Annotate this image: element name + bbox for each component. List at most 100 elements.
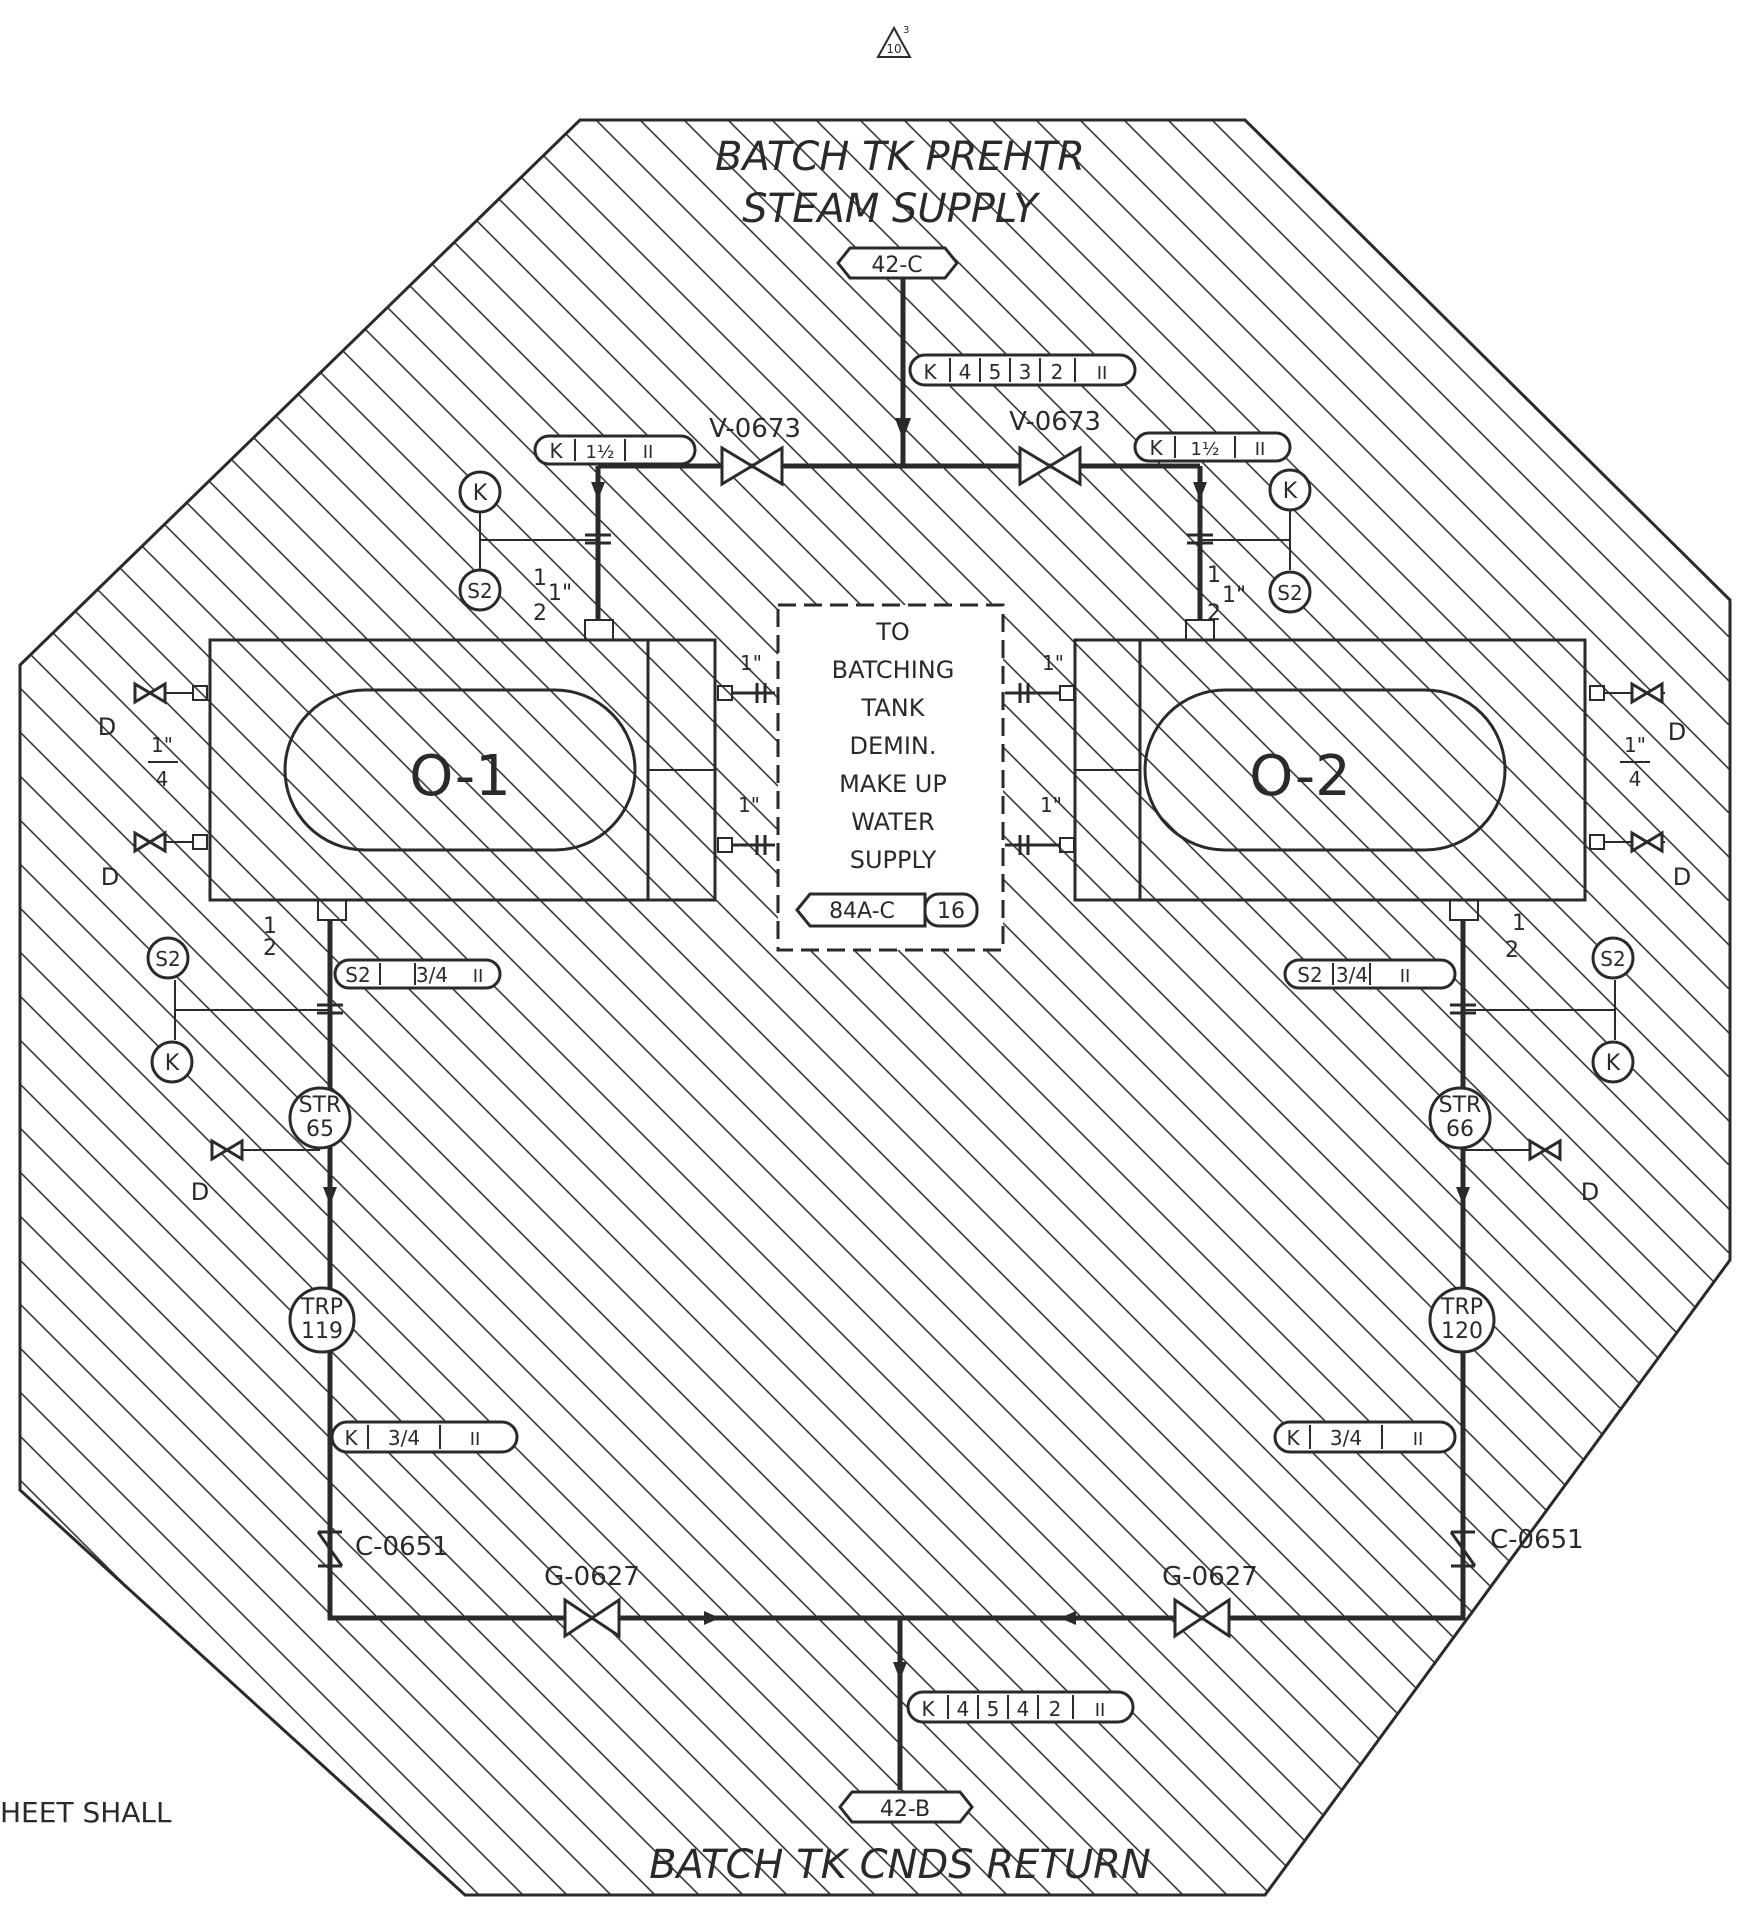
- tank-o1-label: O-1: [409, 744, 510, 809]
- left-gate-valve-label: G-0627: [544, 1562, 640, 1592]
- supply-title-line1: BATCH TK PREHTR: [715, 134, 1085, 180]
- hatch-line: [607, 120, 1730, 1895]
- makeup-size-label: 1": [1042, 651, 1064, 675]
- supply-tag-class: II: [1097, 363, 1108, 384]
- right-inlet-size-one: 1": [1222, 583, 1246, 608]
- left-drain-quarter-num: 1": [151, 733, 173, 757]
- drain-valve-icon: [1630, 830, 1650, 854]
- left-trap-tag-class: II: [470, 1429, 481, 1450]
- makeup-size-label: 1": [1040, 793, 1062, 817]
- hatch-line: [20, 120, 1018, 1895]
- flow-arrow-icon: [1456, 1187, 1470, 1205]
- hatch-line: [915, 120, 1730, 1895]
- k-instrument-icon: [150, 1040, 194, 1084]
- hatch-line: [167, 120, 1730, 1895]
- left-drain-assembly: D D 1" 4: [98, 681, 208, 891]
- flow-arrow-icon: [893, 1662, 907, 1680]
- makeup-text-line2: BATCHING: [832, 656, 955, 684]
- supply-tag-size-b: 5: [989, 360, 1002, 384]
- return-tag-code-b: 2: [1049, 1697, 1062, 1721]
- revision-triangle: 10 3: [876, 25, 912, 58]
- left-outlet-tag: S2 3/4 II: [333, 958, 502, 990]
- return-tag-code-a: 4: [1017, 1697, 1030, 1721]
- s2-instrument-icon: [1268, 570, 1312, 614]
- drain-label: D: [1673, 863, 1691, 891]
- left-trap-tag-service: K: [344, 1426, 358, 1450]
- hatch-line: [827, 120, 1730, 1895]
- makeup-nozzles-right: 1" 1": [1005, 651, 1075, 855]
- hatch-line: [211, 120, 1730, 1895]
- return-tag-size-b: 5: [987, 1697, 1000, 1721]
- k-instrument-label: K: [1283, 479, 1298, 504]
- left-inlet-size-one: 1": [548, 581, 572, 606]
- drain-label: D: [1581, 1178, 1599, 1206]
- hatch-line: [1531, 120, 1730, 1895]
- hatch-line: [1003, 120, 1730, 1895]
- makeup-text-line3: TANK: [861, 694, 926, 722]
- right-outlet-tag-size: 3/4: [1336, 963, 1368, 987]
- hatch-line: [1047, 120, 1730, 1895]
- makeup-sheet-label: 16: [937, 899, 965, 924]
- makeup-water-box: TO BATCHING TANK DEMIN. MAKE UP WATER SU…: [776, 603, 1005, 952]
- drain-valve-icon: [133, 681, 153, 705]
- region-outline: [18, 118, 1732, 1897]
- return-tag-class: II: [1095, 1700, 1106, 1721]
- right-strainer-type: STR: [1439, 1093, 1482, 1118]
- s2-instrument-label: S2: [1277, 581, 1302, 605]
- right-outlet-half-den: 2: [1505, 938, 1519, 963]
- hatch-line: [739, 120, 1730, 1895]
- hatch-line: [20, 120, 798, 1895]
- left-inlet-tag-class: II: [643, 442, 654, 463]
- right-strainer-icon: [1428, 1086, 1492, 1150]
- hatch-line: [20, 120, 622, 1895]
- left-check-valve-icon: [316, 1530, 344, 1568]
- s2-instrument-label: S2: [1600, 947, 1625, 971]
- left-gate-valve-icon: [563, 1597, 621, 1639]
- hatch-line: [0, 0, 5, 1905]
- hatch-line: [20, 120, 930, 1895]
- flow-arrow-icon: [895, 418, 911, 440]
- right-trap-tag-class: II: [1413, 1429, 1424, 1450]
- right-drain-quarter-num: 1": [1624, 733, 1646, 757]
- drain-valve-icon: [1630, 681, 1650, 705]
- right-inlet-valve-label: V-0673: [1009, 407, 1101, 437]
- s2-instrument-icon: [458, 568, 502, 612]
- tank-o2-label: O-2: [1249, 744, 1350, 809]
- k-instrument-label: K: [165, 1051, 180, 1076]
- drain-label: D: [98, 713, 116, 741]
- right-inlet-valve-icon: [1018, 445, 1082, 487]
- left-inlet-valve-label: V-0673: [709, 414, 801, 444]
- right-gate-valve-label: G-0627: [1162, 1562, 1258, 1592]
- hatch-line: [871, 120, 1730, 1895]
- return-connector-label: 42-B: [880, 1797, 930, 1822]
- tank-o2: O-2: [1073, 619, 1587, 921]
- tank-o1: O-1: [208, 619, 717, 921]
- hatch-line: [563, 120, 1730, 1895]
- hatch-line: [20, 120, 842, 1895]
- makeup-connector-label: 84A-C: [829, 899, 895, 924]
- left-outlet-half-den: 2: [263, 936, 277, 961]
- right-outlet-half-num: 1: [1512, 911, 1526, 936]
- drain-label: D: [101, 863, 119, 891]
- hatch-line: [519, 120, 1730, 1895]
- hatch-line: [20, 120, 1062, 1895]
- hatch-line: [299, 120, 1730, 1895]
- right-inlet-tag-service: K: [1149, 436, 1163, 460]
- s2-instrument-icon: [146, 936, 190, 980]
- drain-valve-icon: [1528, 1138, 1548, 1162]
- right-inlet-tag-size: 1½: [1191, 439, 1220, 460]
- hatch-line: [255, 120, 1730, 1895]
- hatch-line: [20, 120, 754, 1895]
- hatch-line: [20, 120, 886, 1895]
- left-outlet-tag-class: II: [473, 966, 484, 987]
- supply-main-tag: K 4 5 3 2 II: [908, 353, 1137, 387]
- left-outlet-half-num: 1: [263, 914, 277, 939]
- hatch-line: [20, 120, 666, 1895]
- left-outlet-tag-size: 3/4: [416, 963, 448, 987]
- drain-valve-icon: [133, 830, 153, 854]
- right-trap-tag-size: 3/4: [1330, 1426, 1362, 1450]
- right-trap-type: TRP: [1440, 1295, 1483, 1320]
- revision-number: 10: [886, 42, 901, 56]
- hatch-line: [20, 120, 1546, 1895]
- makeup-text-line4: DEMIN.: [849, 732, 936, 760]
